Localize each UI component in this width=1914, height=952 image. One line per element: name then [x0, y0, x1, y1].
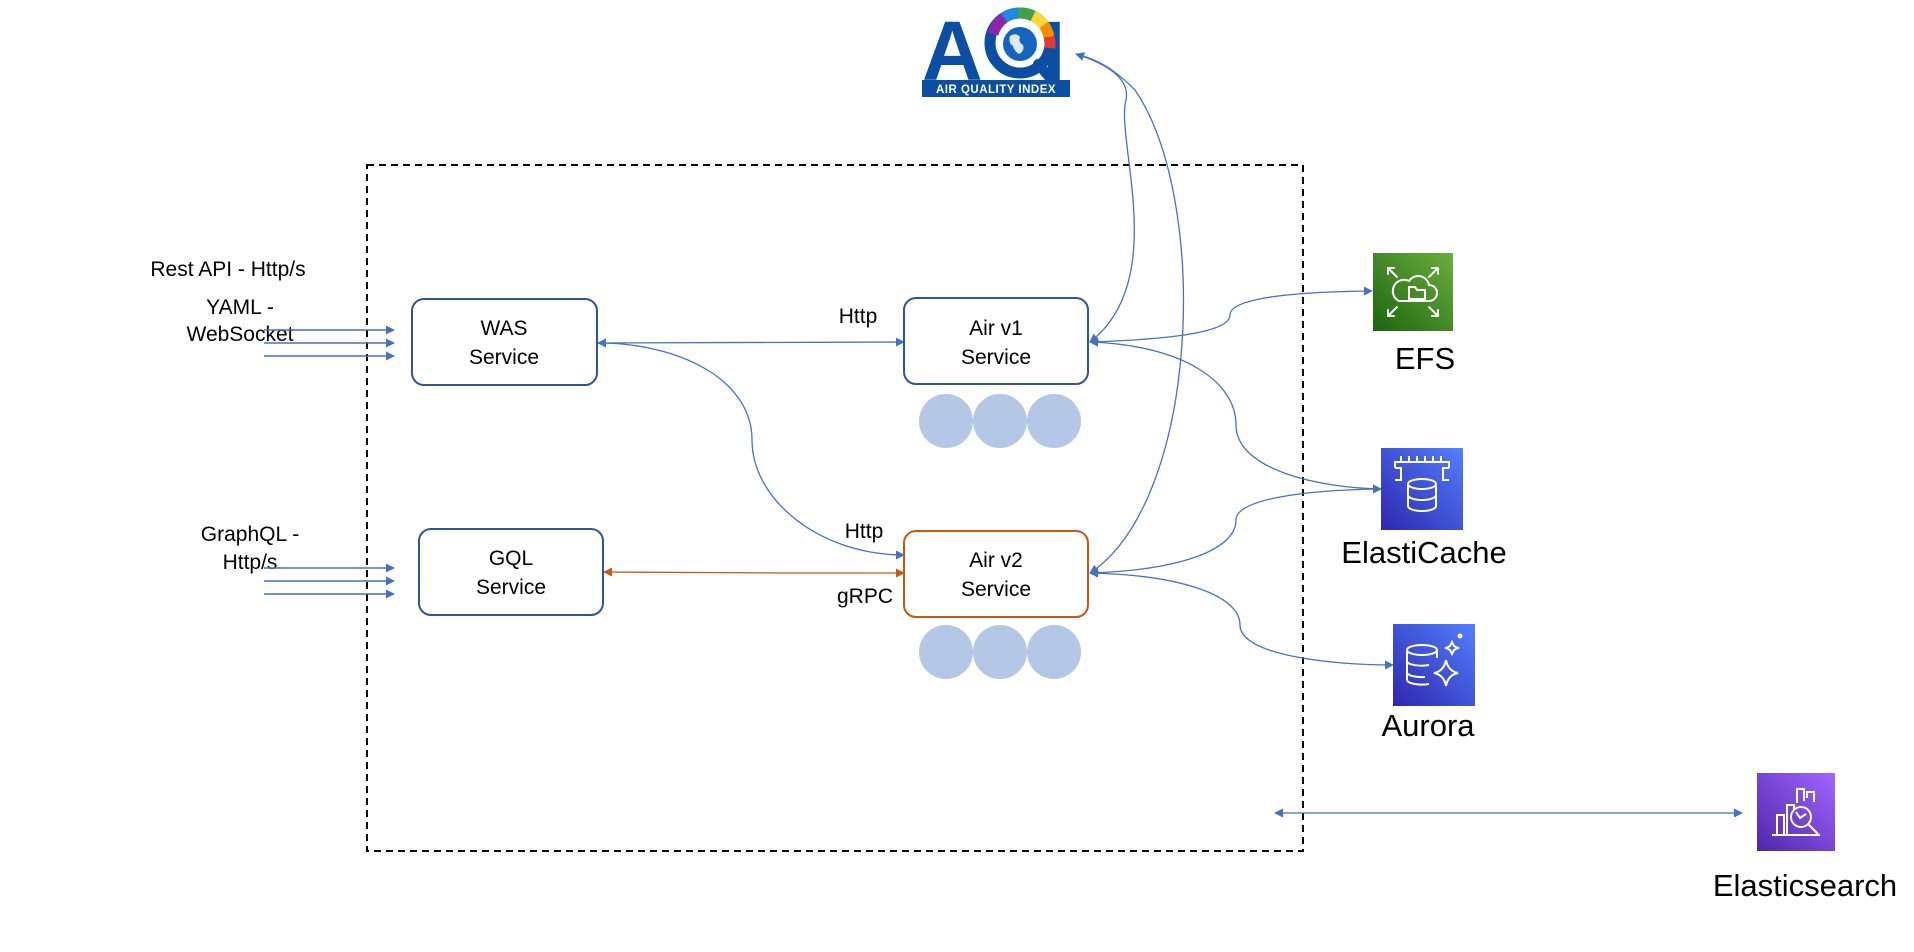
elasticsearch-node: Elasticsearch [1713, 773, 1897, 903]
aqi-dial [984, 7, 1056, 83]
aurora-node: Aurora [1381, 624, 1475, 743]
aurora-icon [1393, 624, 1475, 706]
air-v2-service-name: Air v2 [969, 549, 1023, 572]
air-v2-service-box: Air v2 Service [903, 530, 1089, 618]
was-service-box: WAS Service [411, 298, 598, 386]
grpc-label: gRPC [837, 585, 893, 608]
pod-circle [1027, 625, 1081, 679]
air-v1-service-label: Service [961, 346, 1031, 369]
yaml-label-line2: WebSocket [187, 323, 294, 346]
air-v1-elasticache-connector [1089, 337, 1382, 494]
air-v2-pods [919, 625, 1081, 679]
pod-circle [919, 625, 973, 679]
yaml-label-line1: YAML - [206, 296, 274, 319]
elasticache-node: ElastiCache [1341, 448, 1507, 570]
gql-service-label: Service [476, 576, 546, 599]
gql-air-v2-grpc-connector [603, 567, 905, 578]
was-service-label: Service [469, 346, 539, 369]
air-v1-service-name: Air v1 [969, 317, 1023, 340]
pod-circle [973, 625, 1027, 679]
elasticsearch-label: Elasticsearch [1713, 868, 1897, 903]
pod-circle [919, 394, 973, 448]
gql-service-name: GQL [489, 547, 533, 570]
elasticache-label: ElastiCache [1341, 535, 1506, 570]
pod-circle [1027, 394, 1081, 448]
air-v2-aqi-connector [1075, 53, 1185, 574]
efs-label: EFS [1395, 341, 1455, 376]
efs-node: EFS [1373, 253, 1455, 376]
aqi-logo: A I AIR QUALITY INDEX [922, 4, 1070, 98]
was-service-name: WAS [480, 317, 527, 340]
air-v1-service-box: Air v1 Service [903, 297, 1089, 385]
air-v2-service-label: Service [961, 578, 1031, 601]
aqi-tagline-bar [922, 80, 1070, 97]
http-label-air-v2: Http [845, 520, 884, 543]
graphql-label-line2: Http/s [223, 551, 278, 574]
graphql-label-line1: GraphQL - [201, 523, 299, 546]
efs-icon [1373, 253, 1453, 331]
air-v1-pods [919, 394, 1081, 448]
was-air-v1-connector [597, 337, 905, 348]
aurora-label: Aurora [1381, 708, 1475, 743]
gql-service-box: GQL Service [418, 528, 604, 616]
service-boundary [366, 164, 1304, 852]
http-label-air-v1: Http [839, 305, 878, 328]
was-air-v2-connector [597, 338, 905, 560]
air-v1-aqi-connector [1075, 52, 1135, 343]
pod-circle [973, 394, 1027, 448]
air-v1-efs-connector [1089, 286, 1373, 347]
aqi-tagline: AIR QUALITY INDEX [936, 84, 1056, 96]
air-v2-aurora-connector [1089, 568, 1394, 670]
rest-api-label: Rest API - Http/s [150, 258, 305, 281]
air-v2-elasticache-connector [1089, 484, 1382, 578]
